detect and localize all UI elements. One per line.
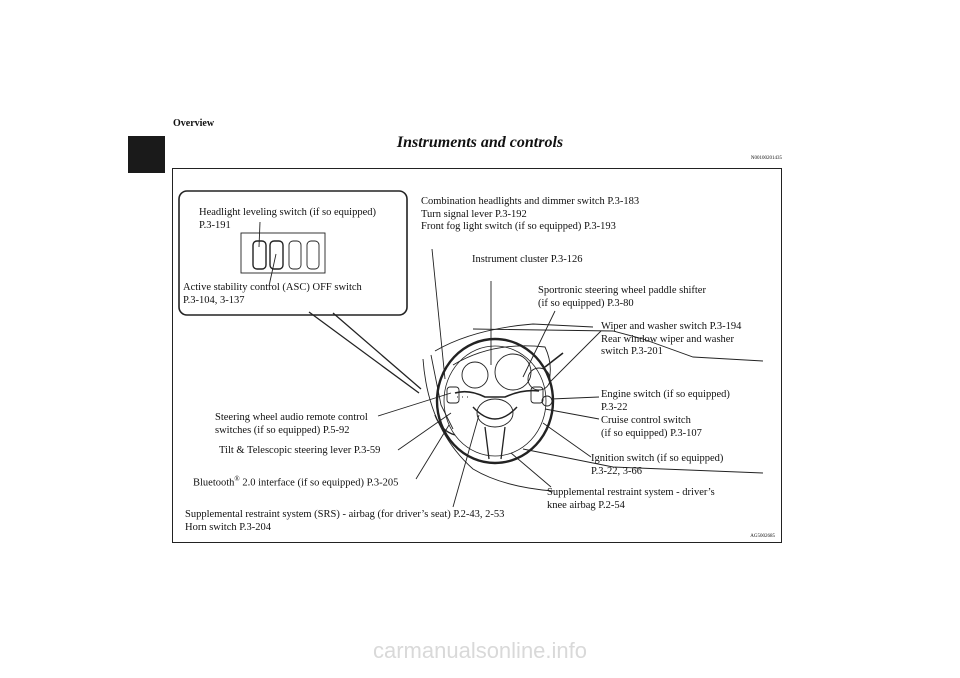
leader-knee-airbag bbox=[510, 452, 552, 488]
instruments-figure: Headlight leveling switch (if so equippe… bbox=[172, 168, 782, 543]
label-combination: Combination headlights and dimmer switch… bbox=[421, 196, 640, 232]
label-paddle-shifter: Sportronic steering wheel paddle shifter… bbox=[538, 285, 706, 309]
leader-srs bbox=[452, 414, 480, 508]
leader-engine bbox=[550, 396, 600, 400]
label-asc-off: Active stability control (ASC) OFF switc… bbox=[183, 282, 362, 306]
switch-3 bbox=[288, 240, 302, 270]
leader-tilt bbox=[397, 412, 452, 451]
wheel-hub bbox=[476, 398, 514, 428]
label-bluetooth: Bluetooth® 2.0 interface (if so equipped… bbox=[193, 475, 399, 489]
leader-bluetooth bbox=[415, 424, 450, 480]
section-label: Overview bbox=[173, 118, 215, 129]
label-ignition: Ignition switch (if so equipped)P.3-22, … bbox=[591, 453, 724, 477]
label-headlight-leveling: Headlight leveling switch (if so equippe… bbox=[199, 207, 376, 231]
switch-panel bbox=[240, 232, 326, 274]
leader-paddle bbox=[522, 310, 556, 378]
document-code: N00100201435 bbox=[750, 156, 782, 161]
label-srs-airbag: Supplemental restraint system (SRS) - ai… bbox=[185, 509, 505, 533]
leader-asc bbox=[268, 253, 277, 287]
cluster-hood bbox=[452, 345, 551, 382]
watermark: carmanualsonline.info bbox=[372, 638, 588, 663]
dashboard-illustration bbox=[178, 190, 764, 508]
label-cruise-control: Cruise control switch(if so equipped) P.… bbox=[601, 415, 702, 439]
label-knee-airbag: Supplemental restraint system - driver’s… bbox=[547, 487, 715, 511]
figure-code: AG5002685 bbox=[750, 534, 775, 539]
dash-left bbox=[422, 358, 554, 492]
leader-audio bbox=[377, 392, 452, 417]
leader-combination bbox=[431, 248, 446, 380]
inset-box bbox=[178, 190, 408, 316]
switch-4 bbox=[306, 240, 320, 270]
dash-top bbox=[434, 323, 594, 352]
label-instrument-cluster: Instrument cluster P.3-126 bbox=[472, 254, 583, 265]
label-tilt-telescopic: Tilt & Telescopic steering lever P.3-59 bbox=[219, 445, 381, 456]
leader-wiper bbox=[550, 330, 602, 382]
label-engine-switch: Engine switch (if so equipped)P.3-22 bbox=[601, 389, 730, 413]
gauge-left bbox=[461, 361, 489, 389]
wheel-spokes bbox=[454, 389, 540, 398]
leader-ignition bbox=[542, 422, 592, 458]
switch-2 bbox=[269, 240, 284, 270]
section-tab-marker bbox=[128, 136, 165, 173]
page-title: Instruments and controls bbox=[396, 134, 564, 151]
leader-headlight-leveling bbox=[258, 221, 261, 248]
engine-switch-shape bbox=[541, 395, 553, 407]
steering-wheel-rim bbox=[435, 337, 555, 465]
leader-cruise bbox=[544, 408, 600, 420]
